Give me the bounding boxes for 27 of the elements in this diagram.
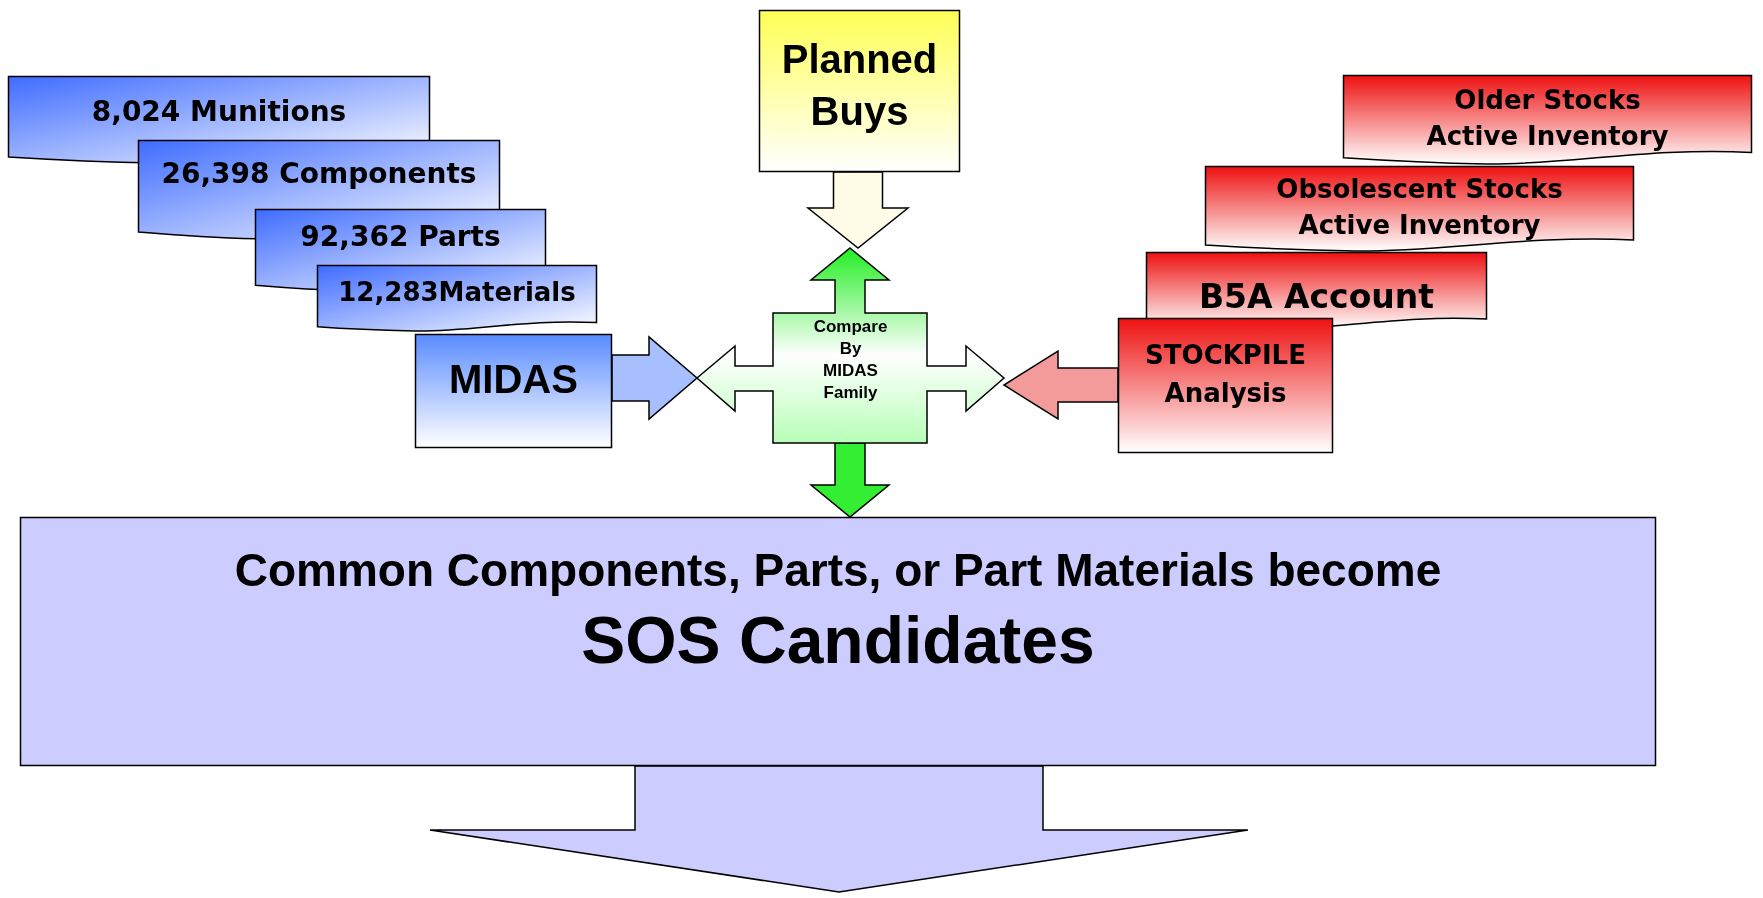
block-arrow (805, 171, 911, 249)
document-shape (1343, 75, 1752, 165)
process-box (759, 10, 960, 172)
node-text: MIDAS (449, 356, 578, 403)
node-text: B5A Account (1198, 276, 1435, 319)
process-box (415, 334, 612, 448)
process-box (1118, 318, 1333, 453)
node-text: 8,024 Munitions (91, 94, 347, 130)
document-shape (1205, 166, 1634, 252)
node-text: 12,283Materials (338, 276, 576, 309)
node-text: Common Components, Parts, or Part Materials become (234, 542, 1442, 598)
cross-arrow-shape (697, 248, 1004, 443)
node-text: SOS Candidates (581, 601, 1095, 679)
node-text: STOCKPILE Analysis (1144, 338, 1307, 410)
node-text: 26,398 Components (161, 156, 477, 192)
node-text: Compare By MIDAS Family (812, 316, 889, 404)
block-arrow (429, 765, 1249, 893)
result-box (20, 517, 1656, 766)
document-shape (1146, 252, 1487, 330)
node-text: 92,362 Parts (300, 218, 501, 255)
block-arrow (808, 442, 892, 518)
block-arrow (1002, 349, 1119, 421)
document-shape (317, 265, 597, 332)
node-text: Planned Buys (780, 36, 939, 135)
node-text: Obsolescent Stocks Active Inventory (1275, 173, 1564, 242)
node-text: Older Stocks Active Inventory (1425, 84, 1670, 153)
block-arrow (611, 335, 699, 421)
